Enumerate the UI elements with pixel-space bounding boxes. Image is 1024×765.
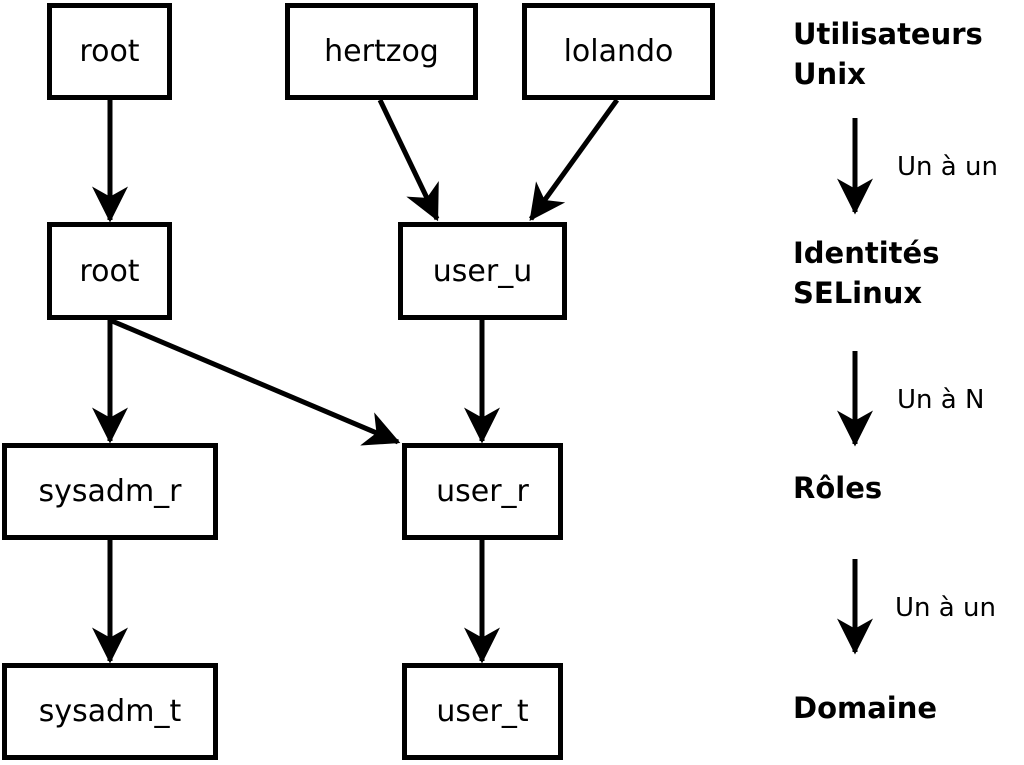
legend-line: Rôles [793,471,883,505]
legend-level-roles: Rôles [793,468,882,508]
legend-relation-un-a-un-2: Un à un [895,593,996,623]
node-domain-sysadm-t: sysadm_t [2,663,218,760]
edge-hertzog-to-user-u [377,98,440,222]
node-label: user_r [436,474,529,509]
legend-relation-un-a-un-1: Un à un [897,152,998,182]
node-role-sysadm-r: sysadm_r [2,443,218,540]
node-role-user-r: user_r [402,443,563,540]
edge-lolando-to-user-u [528,98,620,222]
legend-relation-label: Un à un [895,593,996,623]
legend-relation-label: Un à un [897,152,998,182]
legend-relation-un-a-n: Un à N [897,385,984,415]
node-label: user_u [432,253,533,289]
legend-line: Domaine [793,691,938,725]
legend-line: Unix [793,57,866,91]
node-label: hertzog [324,34,439,69]
node-label: sysadm_r [38,474,182,509]
node-unix-hertzog: hertzog [285,3,478,100]
edge-root-to-user-r [111,318,401,446]
legend-line: Identités [793,236,940,270]
node-label: root [79,34,140,69]
legend-line: Utilisateurs [793,17,983,51]
legend-line: SELinux [793,276,923,310]
legend-relation-label: Un à N [897,385,985,415]
node-label: sysadm_t [38,694,182,729]
node-domain-user-t: user_t [402,663,563,760]
legend-level-unix-users: Utilisateurs Unix [793,14,983,94]
node-selinux-user-u: user_u [398,222,567,320]
legend-level-domain: Domaine [793,688,937,728]
node-unix-root: root [47,3,172,100]
node-label: root [79,253,140,289]
node-unix-lolando: lolando [522,3,715,100]
legend-level-selinux-identities: Identités SELinux [793,233,939,313]
node-selinux-root: root [47,222,172,320]
node-label: lolando [563,34,674,69]
node-label: user_t [436,694,529,729]
